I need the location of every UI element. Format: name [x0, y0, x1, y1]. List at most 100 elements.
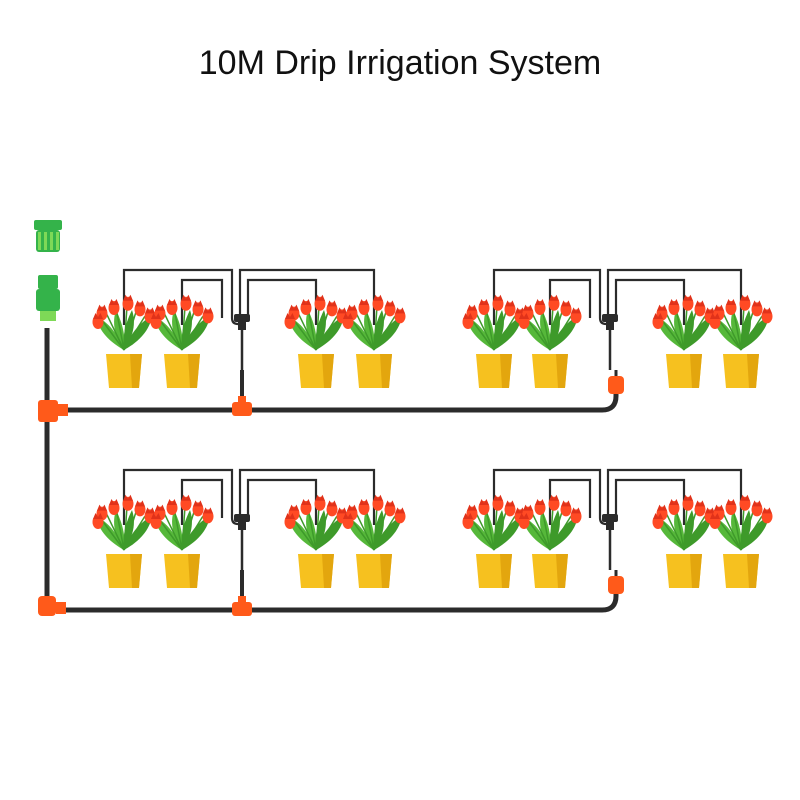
tulip-petal	[571, 507, 581, 514]
drip-branch-line	[492, 468, 607, 526]
potted-tulip	[462, 494, 526, 588]
stem	[549, 516, 572, 551]
stem	[307, 507, 317, 551]
tulip-petal	[181, 294, 191, 301]
stem	[173, 507, 183, 551]
potted-tulip	[284, 294, 348, 388]
tulip-petal	[519, 513, 529, 519]
tulip-petal	[167, 499, 177, 505]
tulip-petal	[669, 299, 679, 305]
leaf	[123, 310, 134, 350]
leaf	[741, 316, 769, 350]
hose-network	[44, 268, 743, 613]
leaf	[493, 510, 504, 550]
tulip-petal	[669, 499, 679, 505]
stem	[297, 513, 317, 551]
tulip-petal	[653, 513, 663, 519]
leaf	[316, 316, 344, 350]
potted-tulip	[518, 494, 582, 588]
pot-shade	[130, 354, 142, 388]
stem	[123, 303, 128, 351]
potted-tulip	[652, 494, 716, 588]
leaf	[315, 310, 326, 350]
stem	[315, 503, 320, 551]
stem	[675, 507, 685, 551]
stem	[740, 509, 755, 551]
tulip-petal	[523, 504, 533, 511]
drip-branch-line	[606, 468, 743, 525]
manifold-connector	[602, 514, 618, 522]
stem	[373, 516, 396, 551]
elbow-connector	[608, 576, 624, 594]
drip-branch-line	[238, 468, 376, 525]
tulip-petal	[347, 504, 357, 511]
leaf	[549, 310, 560, 350]
stem	[683, 516, 706, 551]
tulip-petal	[167, 299, 177, 305]
stem	[485, 307, 495, 351]
drip-branch-line	[238, 268, 376, 325]
potted-tulip	[652, 294, 716, 388]
stem	[732, 507, 742, 551]
leaf	[123, 510, 134, 550]
stem	[541, 507, 551, 551]
leaf	[740, 510, 751, 550]
tulip-petal	[97, 304, 107, 311]
stem	[115, 307, 125, 351]
tulip-petal	[385, 300, 395, 307]
pot-shade	[556, 354, 568, 388]
tulip-petal	[395, 307, 405, 314]
tulip-petal	[515, 307, 525, 314]
tulip-petal	[740, 294, 750, 301]
tulip-petal	[203, 307, 213, 314]
tulip-petal	[285, 313, 295, 319]
stem	[493, 503, 498, 551]
pot-shade	[556, 554, 568, 588]
tulip-petal	[395, 507, 405, 514]
stem	[722, 313, 742, 351]
tulip-petal	[289, 304, 299, 311]
stem	[181, 316, 204, 351]
tulip-petal	[97, 504, 107, 511]
tulip-petal	[479, 299, 489, 305]
stem	[493, 309, 508, 351]
manifold-connector	[606, 322, 614, 330]
tulip-petal	[181, 494, 191, 501]
stem	[181, 309, 196, 351]
leaf	[182, 316, 210, 350]
stem	[123, 316, 146, 351]
tulip-petal	[343, 513, 353, 519]
tulip-petal	[726, 499, 736, 505]
tee-connector	[58, 404, 68, 416]
leaf	[373, 510, 384, 550]
tulip-petal	[135, 300, 145, 307]
stem	[665, 513, 685, 551]
stem	[315, 516, 338, 551]
potted-tulip	[709, 494, 773, 588]
potted-tulip	[518, 294, 582, 388]
tulip-petal	[315, 294, 325, 301]
tulip-petal	[337, 507, 347, 514]
tulip-petal	[535, 499, 545, 505]
tulip-petal	[463, 513, 473, 519]
tulip-petal	[762, 507, 772, 514]
drip-branch-line	[122, 268, 239, 326]
tee-connector	[38, 400, 58, 422]
manifold-connector	[606, 522, 614, 530]
stem	[315, 316, 338, 351]
tulip-petal	[301, 499, 311, 505]
stem	[163, 513, 183, 551]
tulip-petal	[505, 500, 515, 507]
manifold-connector	[602, 314, 618, 322]
stem	[485, 507, 495, 551]
pot-shade	[690, 554, 702, 588]
stem	[683, 303, 688, 351]
stem	[472, 321, 495, 351]
hose-tap-connector	[36, 230, 60, 252]
stem	[173, 307, 183, 351]
manifold-connector	[234, 314, 250, 322]
tulip-petal	[109, 299, 119, 305]
stem	[683, 316, 706, 351]
stem	[160, 521, 183, 551]
tulip-petal	[695, 300, 705, 307]
